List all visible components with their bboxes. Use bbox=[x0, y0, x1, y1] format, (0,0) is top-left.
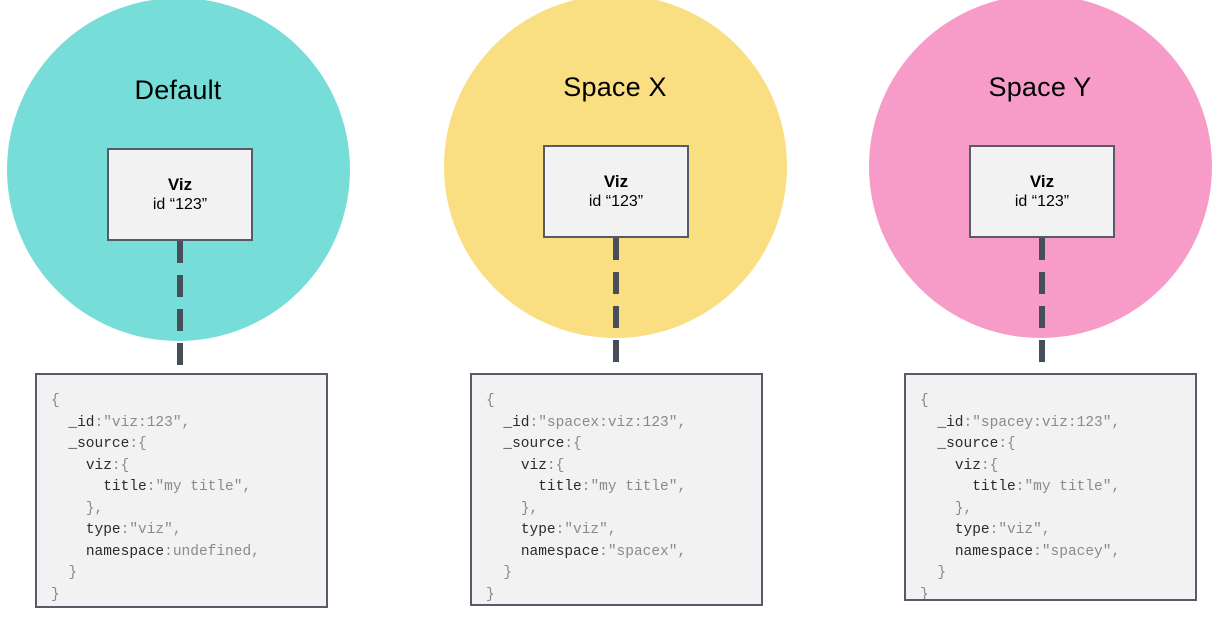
document-box-spacey: { _id:"spacey:viz:123", _source:{ viz:{ … bbox=[904, 373, 1197, 601]
viz-node-subtitle: id “123” bbox=[588, 193, 644, 211]
space-label-spacex: Space X bbox=[563, 72, 667, 102]
viz-node-spacex[interactable]: Viz id “123” bbox=[543, 145, 689, 238]
document-code-spacey: { _id:"spacey:viz:123", _source:{ viz:{ … bbox=[920, 393, 1121, 601]
viz-node-title: Viz bbox=[1029, 171, 1055, 191]
document-code-spacex: { _id:"spacex:viz:123", _source:{ viz:{ … bbox=[486, 393, 687, 603]
space-label-default: Default bbox=[134, 75, 222, 105]
connector-spacex bbox=[613, 238, 619, 373]
document-box-spacex: { _id:"spacex:viz:123", _source:{ viz:{ … bbox=[470, 373, 763, 606]
connector-spacey bbox=[1039, 238, 1045, 373]
viz-node-subtitle: id “123” bbox=[1014, 193, 1070, 211]
connector-default bbox=[177, 241, 183, 374]
document-box-default: { _id:"viz:123", _source:{ viz:{ title:"… bbox=[35, 373, 328, 608]
document-code-default: { _id:"viz:123", _source:{ viz:{ title:"… bbox=[51, 393, 260, 603]
viz-node-default[interactable]: Viz id “123” bbox=[107, 148, 253, 241]
viz-node-title: Viz bbox=[603, 171, 629, 191]
viz-node-title: Viz bbox=[167, 174, 193, 194]
viz-node-spacey[interactable]: Viz id “123” bbox=[969, 145, 1115, 238]
space-label-spacey: Space Y bbox=[988, 72, 1092, 102]
viz-node-subtitle: id “123” bbox=[152, 196, 208, 214]
